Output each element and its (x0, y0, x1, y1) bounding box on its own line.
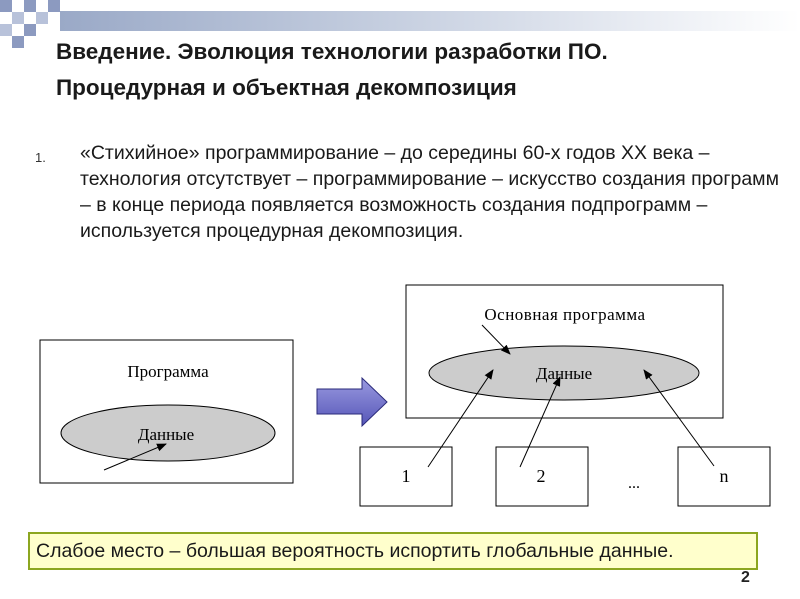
page-number: 2 (741, 569, 750, 586)
program-data-label: Данные (138, 425, 194, 444)
sub2-to-data-arrow (519, 376, 561, 468)
weakness-callout-text: Слабое место – большая вероятность испор… (36, 539, 674, 562)
program-data-ellipse (60, 404, 276, 462)
header-band (60, 11, 800, 31)
subprogram-label-n: n (720, 466, 729, 486)
program-data-arrow (103, 443, 167, 471)
main-data-ellipse (428, 345, 700, 401)
main-to-data-arrow (481, 324, 511, 355)
slide-title-line1: Введение. Эволюция технологии разработки… (56, 39, 608, 64)
subprogram-box-1 (359, 446, 453, 507)
subprogram-label-2: 2 (537, 466, 546, 486)
main-program-label: Основная программа (484, 305, 645, 324)
weakness-callout: Слабое место – большая вероятность испор… (28, 532, 758, 570)
subn-to-data-arrow (643, 369, 715, 467)
list-item-text: «Стихийное» программирование – до середи… (80, 142, 779, 242)
subprogram-ellipsis: ... (628, 475, 640, 492)
subprogram-box-n (677, 446, 771, 507)
program-label: Программа (127, 362, 209, 381)
main-data-label: Данные (536, 364, 592, 383)
corner-checker-decoration (0, 0, 60, 48)
slide-title: Введение. Эволюция технологии разработки… (56, 34, 608, 106)
subprogram-box-2 (495, 446, 589, 507)
subprogram-label-1: 1 (402, 466, 411, 486)
sub1-to-data-arrow (427, 369, 494, 468)
slide-title-line2: Процедурная и объектная декомпозиция (56, 75, 517, 100)
transition-arrow (316, 376, 388, 428)
list-number: 1. (35, 150, 46, 165)
